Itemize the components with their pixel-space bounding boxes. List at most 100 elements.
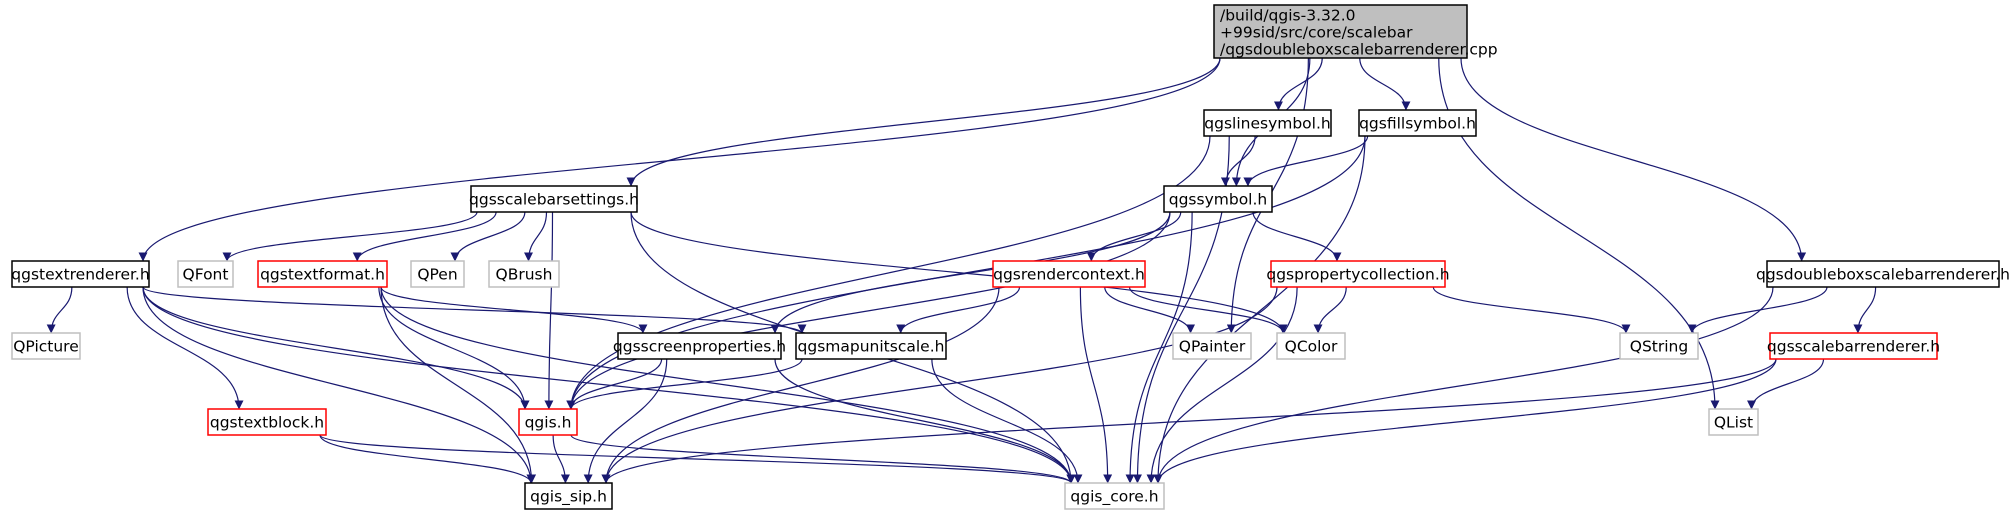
edge-textformat-to-screenproperties [380,286,648,334]
node-root-line-1: /build/qgis-3.32.0 [1220,7,1356,25]
edge-scalebarsettings-to-textformat [352,211,497,262]
node-textrenderer-label: qgstextrenderer.h [11,266,149,284]
edge-textformat-to-qgis_core [380,286,1076,484]
node-mapunitscale-label: qgsmapunitscale.h [798,338,945,356]
node-rendercontext-label: qgsrendercontext.h [993,266,1145,284]
node-textblock[interactable]: qgstextblock.h [207,408,327,436]
node-propertycollection[interactable]: qgspropertycollection.h [1266,260,1450,288]
edge-doubleboxrenderer-to-qgis_core [1153,286,1774,484]
node-qpainter[interactable]: QPainter [1172,332,1252,360]
node-scalebarrenderer-label: qgsscalebarrenderer.h [1767,338,1940,356]
edge-textrenderer-to-qgis_sip [142,286,536,484]
node-root-line-3: /qgsdoubleboxscalebarrenderer.cpp [1220,41,1498,59]
node-qgis-core[interactable]: qgis_core.h [1064,482,1165,510]
node-qgis-sip[interactable]: qgis_sip.h [524,482,613,510]
edge-textrenderer-to-qpicture [46,286,73,334]
edge-scalebarrenderer-to-qgis_sip [601,358,1777,484]
edge-symbol-to-propertycollection [1252,211,1342,262]
edge-textrenderer-to-textblock [126,286,244,410]
node-qgis-sip-label: qgis_sip.h [530,488,607,507]
edge-scalebarsettings-to-qbrush [524,211,548,262]
node-screenproperties-label: qgsscreenproperties.h [613,338,786,356]
node-qpen[interactable]: QPen [410,260,465,288]
edge-propertycollection-to-qgis_core [1146,286,1298,484]
node-qpicture-label: QPicture [13,338,79,356]
edge-linesymbol-to-symbol [1220,135,1256,187]
node-qpainter-label: QPainter [1179,338,1246,356]
edge-textformat-to-qgis_sip [380,286,537,484]
edge-propertycollection-to-qcolor [1313,286,1347,334]
node-qlist-label: QList [1714,414,1753,432]
node-textrenderer[interactable]: qgstextrenderer.h [11,260,150,288]
node-qbrush[interactable]: QBrush [488,260,560,288]
edge-screenproperties-to-qgis_core [774,358,1076,484]
node-root[interactable]: /build/qgis-3.32.0 +99sid/src/core/scale… [1213,4,1498,59]
node-qgis-core-label: qgis_core.h [1070,488,1158,507]
edge-scalebarsettings-to-qpen [450,211,526,262]
edge-mapunitscale-to-qgis_core [931,358,1083,484]
edge-propertycollection-to-qstring [1432,286,1631,334]
edge-rendercontext-to-qpainter [1104,286,1196,334]
node-mapunitscale[interactable]: qgsmapunitscale.h [795,332,947,360]
edge-textrenderer-to-mapunitscale [142,286,807,334]
edge-root-to-textrenderer [138,57,1221,262]
node-scalebarsettings-label: qgsscalebarsettings.h [469,191,639,209]
node-symbol-label: qgssymbol.h [1169,191,1267,209]
edge-root-to-fillsymbol [1359,57,1411,111]
node-fillsymbol-label: qgsfillsymbol.h [1359,115,1476,133]
edge-scalebarsettings-to-qfont [222,211,478,262]
edges-layer [46,57,1877,484]
node-linesymbol-label: qgslinesymbol.h [1204,115,1330,133]
node-textblock-label: qgstextblock.h [210,414,324,432]
node-scalebarsettings[interactable]: qgsscalebarsettings.h [469,185,639,213]
node-qpen-label: QPen [417,266,457,284]
edge-root-to-linesymbol [1273,57,1323,111]
edge-screenproperties-to-qgis_sip [583,358,668,484]
node-qgis[interactable]: qgis.h [518,408,578,436]
edge-symbol-to-rendercontext [1086,211,1182,262]
edge-symbol-to-screenproperties [770,211,1171,334]
edge-scalebarsettings-to-qcolor [630,211,1288,334]
node-symbol[interactable]: qgssymbol.h [1163,185,1273,213]
edge-fillsymbol-to-qgis [566,135,1366,410]
node-qfont[interactable]: QFont [177,260,234,288]
edge-root-to-scalebarsettings [626,57,1221,187]
node-qcolor-label: QColor [1285,338,1338,356]
node-fillsymbol[interactable]: qgsfillsymbol.h [1358,109,1477,137]
node-root-line-2: +99sid/src/core/scalebar [1220,24,1413,42]
node-screenproperties[interactable]: qgsscreenproperties.h [613,332,786,360]
node-linesymbol[interactable]: qgslinesymbol.h [1203,109,1332,137]
node-qstring-label: QString [1630,338,1688,356]
edge-textblock-to-qgis_core [319,434,1076,484]
node-rendercontext[interactable]: qgsrendercontext.h [992,260,1146,288]
edge-qgis-to-qgis_sip [552,434,570,484]
node-textformat[interactable]: qgstextformat.h [257,260,388,288]
edge-rendercontext-to-mapunitscale [896,286,1021,334]
node-qgis-label: qgis.h [525,414,572,432]
node-qbrush-label: QBrush [496,266,553,284]
node-qpicture[interactable]: QPicture [11,332,81,360]
edge-textformat-to-qgis [378,286,530,410]
edge-qgis-to-qgis_core [570,434,1076,484]
node-qlist[interactable]: QList [1708,408,1759,436]
edge-propertycollection-to-qgis_sip [601,286,1278,484]
edge-root-to-doubleboxrenderer [1460,57,1807,262]
node-doubleboxrenderer-label: qgsdoubleboxscalebarrenderer.h [1756,266,2009,284]
edge-mapunitscale-to-qgis [566,358,803,410]
edge-fillsymbol-to-qgis_core [1153,135,1366,484]
node-qfont-label: QFont [183,266,229,284]
edge-symbol-to-qgis [566,211,1171,410]
edge-scalebarsettings-to-qgis [544,211,554,410]
edge-fillsymbol-to-symbol [1243,135,1369,187]
node-propertycollection-label: qgspropertycollection.h [1266,266,1449,284]
edge-scalebarrenderer-to-qlist [1747,358,1825,410]
edge-rendercontext-to-qgis_core [1079,286,1113,484]
node-qstring[interactable]: QString [1619,332,1699,360]
edge-doubleboxrenderer-to-scalebarrenderer [1853,286,1877,334]
edge-scalebarrenderer-to-qgis_core [1153,358,1777,484]
node-scalebarrenderer[interactable]: qgsscalebarrenderer.h [1767,332,1940,360]
node-qcolor[interactable]: QColor [1276,332,1346,360]
nodes-layer: /build/qgis-3.32.0 +99sid/src/core/scale… [11,4,2009,510]
node-doubleboxrenderer[interactable]: qgsdoubleboxscalebarrenderer.h [1756,260,2009,288]
